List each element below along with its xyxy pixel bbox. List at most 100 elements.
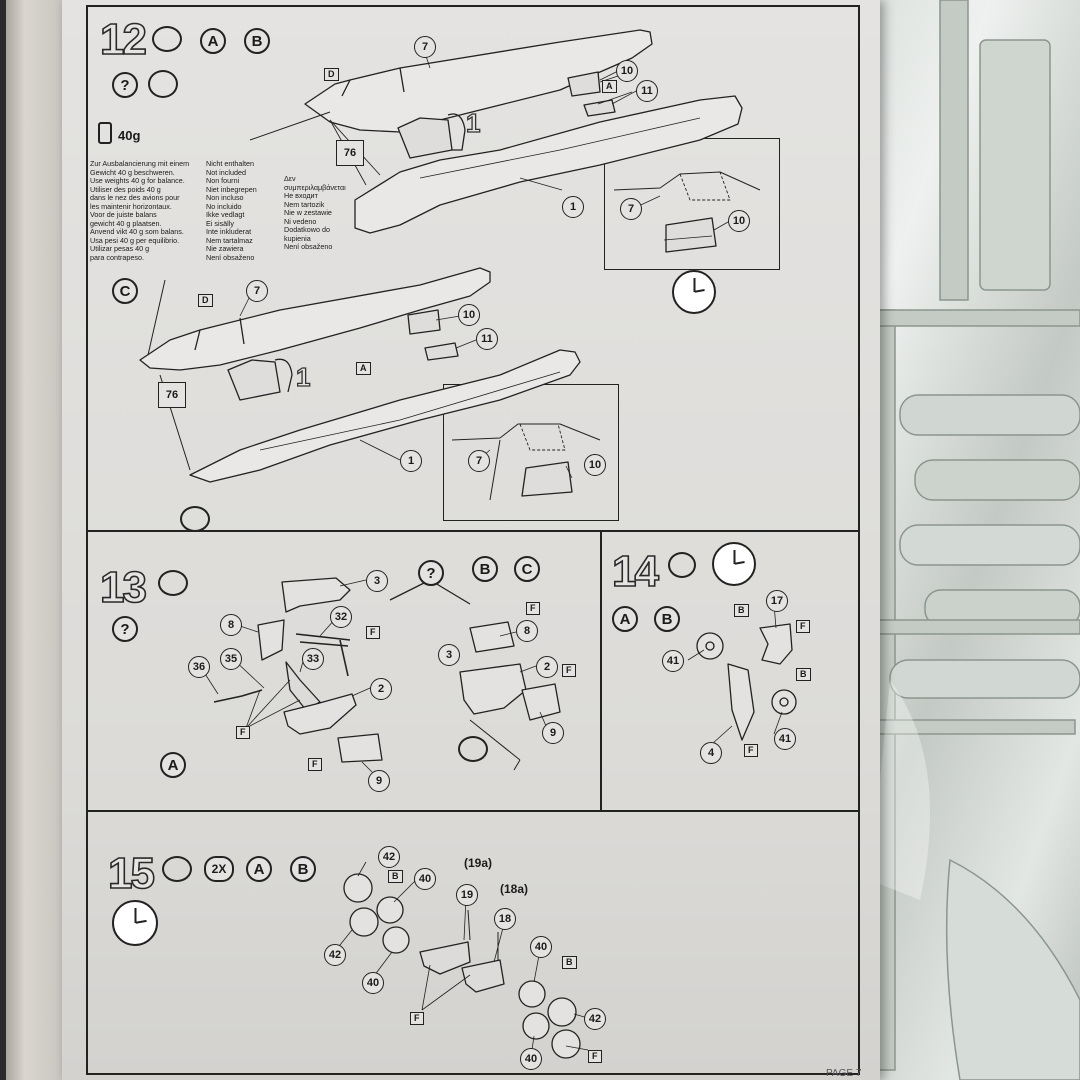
part-7-callout: 7 xyxy=(414,36,436,58)
c-inset-part-10-callout: 10 xyxy=(584,454,606,476)
part-40-callout-2: 40 xyxy=(362,972,384,994)
c-sprue-d-tag: D xyxy=(198,294,213,307)
variant-c-badge: C xyxy=(514,556,540,582)
c-sprue-a-tag: A xyxy=(356,362,371,375)
sprue-f-tag: F xyxy=(366,626,380,639)
sprue-f-tag: F xyxy=(410,1012,424,1025)
sprue-a-tag: A xyxy=(602,80,617,93)
part-3-callout: 3 xyxy=(366,570,388,592)
step-14-number: 14 xyxy=(611,547,660,596)
divider-step13 xyxy=(86,810,860,812)
part-9-callout: 9 xyxy=(368,770,390,792)
part-42-callout-2: 42 xyxy=(324,944,346,966)
variant-b-badge: B xyxy=(290,856,316,882)
c-pilot-figure-1-label: 1 xyxy=(295,361,311,392)
weight-icon xyxy=(98,122,112,144)
clock-icon xyxy=(712,542,756,586)
part-36-callout: 36 xyxy=(188,656,210,678)
step13-question-icon: ? xyxy=(112,616,138,642)
variant-a-badge: A xyxy=(200,28,226,54)
part-42-callout-3: 42 xyxy=(584,1008,606,1030)
part-18a-label: (18a) xyxy=(500,882,529,896)
step-12-number: 12 xyxy=(99,15,148,64)
sprue-f-tag-3: F xyxy=(308,758,322,771)
cement-tube-icon xyxy=(152,26,182,52)
part-8-callout: 8 xyxy=(220,614,242,636)
divider-step12 xyxy=(86,530,860,532)
c-inset-part-7-callout: 7 xyxy=(468,450,490,472)
clock-icon xyxy=(112,900,158,946)
bc-part-3-callout: 3 xyxy=(438,644,460,666)
c-part-1-callout: 1 xyxy=(400,450,422,472)
balance-instructions: Zur Ausbalancierung mit einem Gewicht 40… xyxy=(90,159,190,262)
variant-a-badge: A xyxy=(246,856,272,882)
c-part-7-callout: 7 xyxy=(246,280,268,302)
variant-a-badge: A xyxy=(612,606,638,632)
bc-sprue-f-tag-2: F xyxy=(562,664,576,677)
part-10-callout: 10 xyxy=(616,60,638,82)
part-4-callout: 4 xyxy=(700,742,722,764)
page-frame xyxy=(86,5,860,1075)
part-18-callout: 18 xyxy=(494,908,516,930)
bc-part-9-callout: 9 xyxy=(542,722,564,744)
divider-step14 xyxy=(600,530,602,810)
variant-b-badge: B xyxy=(472,556,498,582)
multiplier-badge: 2X xyxy=(204,856,234,882)
part-40-callout-3: 40 xyxy=(530,936,552,958)
part-17-callout: 17 xyxy=(766,590,788,612)
part-2-callout: 2 xyxy=(370,678,392,700)
c-part-10-callout: 10 xyxy=(458,304,480,326)
variant-b-badge: B xyxy=(244,28,270,54)
table-background-left xyxy=(0,0,62,1080)
step-15-number: 15 xyxy=(107,849,156,898)
c-part-76-box: 76 xyxy=(158,382,186,408)
part-40-callout-4: 40 xyxy=(520,1048,542,1070)
variant-c-badge: C xyxy=(112,278,138,304)
part-11-callout: 11 xyxy=(636,80,658,102)
sprue-f-tag: F xyxy=(796,620,810,633)
c-part-11-callout: 11 xyxy=(476,328,498,350)
cement-tube-icon xyxy=(158,570,188,596)
part-1-callout: 1 xyxy=(562,196,584,218)
step-13-number: 13 xyxy=(99,563,148,612)
part-35-callout: 35 xyxy=(220,648,242,670)
variant-a-badge: A xyxy=(160,752,186,778)
question-icon: ? xyxy=(112,72,138,98)
part-76-box: 76 xyxy=(336,140,364,166)
inset-part-7-callout: 7 xyxy=(620,198,642,220)
variant-b-badge: B xyxy=(654,606,680,632)
paint-icon xyxy=(148,70,178,98)
sprue-b-tag-2: B xyxy=(796,668,811,681)
part-41-callout: 41 xyxy=(662,650,684,672)
cement-tube-icon xyxy=(668,552,696,578)
part-40-callout: 40 xyxy=(414,868,436,890)
bc-part-8-callout: 8 xyxy=(516,620,538,642)
part-33-callout: 33 xyxy=(302,648,324,670)
weight-label: 40g xyxy=(118,128,141,143)
bc-part-2-callout: 2 xyxy=(536,656,558,678)
part-32-callout: 32 xyxy=(330,606,352,628)
not-included-notes-2: Δεν συμπεριλαμβάνεται Не входит Nem tart… xyxy=(284,174,346,251)
cement-tube-icon xyxy=(162,856,192,882)
clock-icon xyxy=(672,270,716,314)
sprue-b-tag: B xyxy=(388,870,403,883)
part-19-callout: 19 xyxy=(456,884,478,906)
sprue-b-tag: B xyxy=(734,604,749,617)
page-number: PAGE 7 xyxy=(826,1068,862,1079)
not-included-notes: Nicht enthalten Not included Non fourni … xyxy=(206,159,257,262)
sprue-f-tag-2: F xyxy=(588,1050,602,1063)
sprue-d-tag: D xyxy=(324,68,339,81)
part-41-callout-2: 41 xyxy=(774,728,796,750)
pilot-figure-1-label: 1 xyxy=(465,107,481,138)
decal-icon xyxy=(458,736,488,762)
step13-question-icon-2: ? xyxy=(418,560,444,586)
inset-part-10-callout: 10 xyxy=(728,210,750,232)
sprue-f-tag-2: F xyxy=(744,744,758,757)
part-19a-label: (19a) xyxy=(464,856,493,870)
decal-icon xyxy=(180,506,210,532)
sprue-b-tag-2: B xyxy=(562,956,577,969)
sprue-f-tag-2: F xyxy=(236,726,250,739)
part-42-callout: 42 xyxy=(378,846,400,868)
bc-sprue-f-tag: F xyxy=(526,602,540,615)
